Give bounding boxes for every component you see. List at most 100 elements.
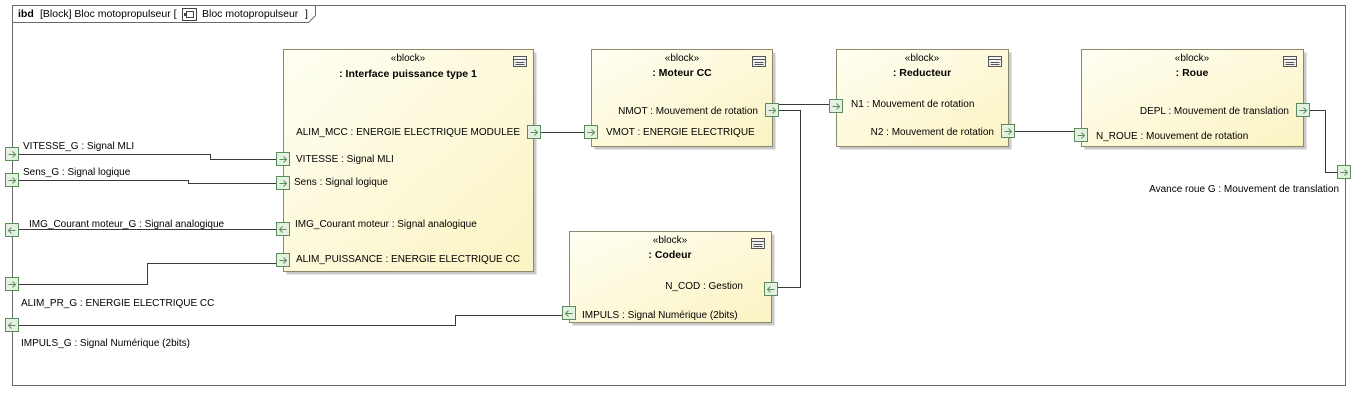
boundary-label-sens-g: Sens_G : Signal logique	[23, 167, 131, 178]
port-label-alim-mcc: ALIM_MCC : ENERGIE ELECTRIQUE MODULEE	[296, 127, 520, 138]
port-label-n-cod: N_COD : Gestion	[665, 281, 743, 292]
port-label-sens: Sens : Signal logique	[294, 177, 388, 188]
arrow-right-icon	[279, 180, 288, 187]
port-label-vitesse: VITESSE : Signal MLI	[296, 154, 394, 165]
connector-sens[interactable]	[18, 180, 277, 184]
diagram-header-close: ]	[305, 8, 308, 20]
boundary-label-impuls-g: IMPULS_G : Signal Numérique (2bits)	[21, 338, 190, 349]
port-nmot[interactable]	[765, 103, 779, 117]
diagram-type-label: ibd	[18, 8, 34, 20]
arrow-right-icon	[1299, 107, 1308, 114]
arrow-left-icon	[7, 322, 16, 329]
arrow-right-icon	[8, 281, 17, 288]
block-name: : Moteur CC	[652, 67, 712, 79]
port-label-n1: N1 : Mouvement de rotation	[851, 99, 974, 110]
port-alim-mcc[interactable]	[527, 125, 541, 139]
block-stereotype: «block»	[653, 235, 688, 246]
port-label-img-courant: IMG_Courant moteur : Signal analogique	[295, 219, 477, 230]
arrow-right-icon	[587, 129, 596, 136]
port-impuls[interactable]	[562, 306, 576, 320]
port-label-nmot: NMOT : Mouvement de rotation	[618, 106, 758, 117]
block-stereotype: «block»	[391, 53, 426, 64]
diagram-header-tab[interactable]: ibd [Block] Bloc motopropulseur [ Bloc m…	[12, 5, 316, 23]
arrow-left-icon	[766, 286, 775, 293]
block-body[interactable]	[836, 49, 1009, 147]
connector-alim-puissance[interactable]	[18, 263, 277, 285]
port-img-courant[interactable]	[276, 222, 290, 236]
block-stereotype: «block»	[905, 53, 940, 64]
block-compartment-icon	[751, 238, 765, 249]
block-body[interactable]	[1081, 49, 1304, 147]
block-roue[interactable]: «block» : Roue DEPL : Mouvement de trans…	[1081, 49, 1307, 150]
port-label-vmot: VMOT : ENERGIE ELECTRIQUE	[606, 127, 755, 138]
arrow-left-icon	[564, 310, 573, 317]
block-name: : Interface puissance type 1	[339, 68, 477, 80]
block-body[interactable]	[569, 231, 772, 323]
ports	[5, 99, 1351, 332]
arrow-right-icon	[1004, 128, 1013, 135]
connector-vitesse[interactable]	[18, 154, 277, 160]
connector-impuls[interactable]	[18, 315, 563, 326]
port-n2[interactable]	[1001, 124, 1015, 138]
boundary-port-alim-pr-g[interactable]	[5, 277, 19, 291]
arrow-right-icon	[279, 156, 288, 163]
arrow-right-icon	[8, 151, 17, 158]
boundary-label-vitesse-g: VITESSE_G : Signal MLI	[23, 141, 134, 152]
port-alim-puissance[interactable]	[276, 253, 290, 267]
block-body[interactable]	[283, 49, 534, 272]
boundary-port-labels: VITESSE_G : Signal MLI Sens_G : Signal l…	[21, 141, 1339, 349]
port-sens[interactable]	[276, 176, 290, 190]
boundary-port-impuls-g[interactable]	[5, 318, 19, 332]
arrow-right-icon	[1340, 169, 1349, 176]
block-compartment-icon	[988, 56, 1002, 67]
port-depl[interactable]	[1296, 103, 1310, 117]
block-compartment-icon	[752, 56, 766, 67]
block-codeur[interactable]: «block» : Codeur N_COD : Gestion IMPULS …	[569, 231, 775, 326]
connector-depl-avance[interactable]	[1309, 110, 1338, 173]
block-name: : Codeur	[648, 249, 691, 261]
block-icon	[182, 8, 197, 21]
boundary-port-img-courant-g[interactable]	[5, 223, 19, 237]
boundary-port-avance-roue-g[interactable]	[1337, 165, 1351, 179]
arrow-right-icon	[768, 107, 777, 114]
arrow-left-icon	[278, 226, 287, 233]
arrow-right-icon	[8, 177, 17, 184]
port-vitesse[interactable]	[276, 152, 290, 166]
arrow-right-icon	[279, 257, 288, 264]
boundary-label-img-courant-g: IMG_Courant moteur_G : Signal analogique	[29, 219, 225, 230]
arrow-right-icon	[530, 129, 539, 136]
connectors	[18, 104, 1338, 326]
block-reducteur[interactable]: «block» : Reducteur N1 : Mouvement de ro…	[836, 49, 1012, 150]
arrow-right-icon	[832, 103, 841, 110]
port-label-impuls: IMPULS : Signal Numérique (2bits)	[582, 310, 738, 321]
block-stereotype: «block»	[1175, 53, 1210, 64]
block-interface-puissance[interactable]: «block» : Interface puissance type 1 ALI…	[283, 49, 537, 275]
boundary-label-avance-roue-g: Avance roue G : Mouvement de translation	[1149, 184, 1339, 195]
port-label-n2: N2 : Mouvement de rotation	[871, 127, 994, 138]
block-name: : Roue	[1176, 67, 1209, 79]
arrow-right-icon	[1077, 132, 1086, 139]
port-n1[interactable]	[829, 99, 843, 113]
block-stereotype: «block»	[665, 53, 700, 64]
diagram-frame[interactable]	[12, 5, 1346, 386]
block-body[interactable]	[591, 49, 773, 147]
block-compartment-icon	[1283, 56, 1297, 67]
arrow-left-icon	[7, 227, 16, 234]
boundary-label-alim-pr-g: ALIM_PR_G : ENERGIE ELECTRIQUE CC	[21, 298, 214, 309]
port-label-n-roue: N_ROUE : Mouvement de rotation	[1096, 131, 1248, 142]
port-label-depl: DEPL : Mouvement de translation	[1140, 106, 1289, 117]
block-moteur-cc[interactable]: «block» : Moteur CC NMOT : Mouvement de …	[591, 49, 776, 150]
port-n-cod[interactable]	[764, 282, 778, 296]
connector-nmot-ncod[interactable]	[777, 110, 801, 288]
block-compartment-icon	[513, 56, 527, 67]
port-n-roue[interactable]	[1074, 128, 1088, 142]
diagram-header-text: [Block] Bloc motopropulseur [	[40, 8, 177, 20]
diagram-header-element: Bloc motopropulseur	[202, 8, 299, 20]
block-name: : Reducteur	[893, 67, 951, 79]
port-vmot[interactable]	[584, 125, 598, 139]
boundary-port-sens-g[interactable]	[5, 173, 19, 187]
boundary-port-vitesse-g[interactable]	[5, 147, 19, 161]
port-label-alim-puissance: ALIM_PUISSANCE : ENERGIE ELECTRIQUE CC	[296, 254, 520, 265]
header-tab-shape	[12, 5, 316, 23]
